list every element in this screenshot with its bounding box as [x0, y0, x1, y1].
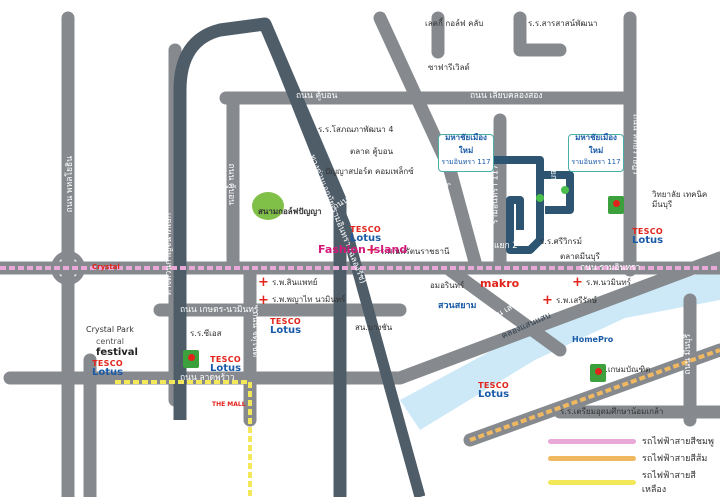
project-access-road-2 — [540, 171, 574, 214]
road-label-kaset-nawamin: ถนน เกษตร-นวมินทร์ — [180, 305, 259, 315]
place-tech-college: วิทยาลัย เทคนิค มีนบุรี — [652, 190, 708, 210]
place-school-4: ร.ร.โสภณภาพัฒนา 4 — [318, 125, 394, 134]
road-label-yaek-6: แยก 6 — [548, 164, 559, 189]
homepro-logo: HomePro — [572, 335, 614, 344]
road-label-yaek-2: แยก 2 — [494, 241, 518, 251]
bigc-icon — [608, 196, 624, 214]
place-sport-complex: ปัญญาสปอร์ต คอมเพล็กซ์ — [325, 167, 414, 176]
central-logo-text: central — [96, 337, 124, 346]
place-hosp-seri: ร.พ.เสรีรักษ์ — [556, 296, 597, 305]
lotus-text: Lotus — [270, 324, 302, 336]
place-safari: ซาฟารีเวิลด์ — [428, 63, 470, 72]
legend-pink-label: รถไฟฟ้าสายสีชมพู — [642, 437, 714, 447]
road-seri-thai — [443, 263, 567, 357]
road-label-hathairat: ถนน หทัยราษฎร์ — [630, 113, 641, 175]
road-label-khubon-vert: ถนน คู้บอน — [225, 163, 236, 205]
project-access-road — [480, 156, 544, 254]
tesco-text: TESCO — [632, 227, 663, 236]
lotus-text: Lotus — [478, 388, 510, 400]
yellow-line — [115, 380, 252, 497]
place-kasem: ม.เกษมบัณฑิต — [600, 365, 651, 374]
road-lat-phrao — [3, 251, 720, 385]
road-label-lat-phrao: ถนน ลาดพร้าว — [180, 373, 235, 383]
road-label-minburi: ถนน มีนบุรี — [683, 333, 694, 375]
makro-logo: makro — [480, 277, 520, 290]
hospital-icon: + — [572, 275, 583, 290]
road-label-ramintra: ถนน รามอินทรา — [580, 263, 641, 273]
place-minburi-market: ตลาดมีนบุรี — [560, 252, 600, 261]
crystal-logo-text: Crystal — [92, 263, 120, 271]
lotus-text: Lotus — [210, 362, 242, 374]
lotus-text: Lotus — [632, 234, 664, 246]
project-sub-2: รามอินทรา 117 — [571, 158, 621, 166]
project-name-1: มหาชัยเมืองใหม่ — [445, 133, 487, 155]
legend-orange-swatch — [548, 455, 636, 461]
place-lake-golf: เลคกี้ กอล์ฟ คลับ — [425, 19, 484, 28]
khlong-saen-saep-canal — [400, 270, 720, 430]
place-school-bottom: ร.ร.เตรียมอุดมศึกษาน้อมเกล้า — [560, 407, 664, 416]
expressway-chalong-rat — [259, 21, 426, 497]
tesco-text: TESCO — [210, 355, 241, 364]
road-label-khubon: ถนน คู้บอน — [296, 91, 338, 101]
tesco-text: TESCO — [478, 381, 509, 390]
place-hosp-sinphaet: ร.พ.สินแพทย์ — [272, 278, 318, 287]
place-market-khubon: ตลาด คู้บอน — [350, 147, 394, 156]
place-hosp-nawamin: ร.พ.นวมินทร์ — [586, 278, 631, 287]
project-marker-2 — [561, 186, 569, 194]
project-sign-2: มหาชัยเมืองใหม่ รามอินทรา 117 — [568, 133, 624, 172]
place-school-cs: ร.ร.ซีเอส — [190, 329, 222, 338]
place-sarasas: ร.ร.สารสาสน์พัฒนา — [528, 19, 598, 28]
lotus-text: Lotus — [350, 232, 382, 244]
bigc-icon — [590, 364, 606, 382]
fashion-island-logo: Fashion Island — [318, 243, 408, 256]
hospital-icon: + — [542, 293, 553, 308]
hospital-icon: + — [258, 293, 269, 308]
project-sign-1: มหาชัยเมืองใหม่ รามอินทรา 117 — [438, 133, 494, 172]
project-marker-1 — [536, 194, 544, 202]
place-school-srivikorn: ร.ร.ศรีวิกรม์ — [540, 237, 582, 246]
expressway-kanchanaphisek — [173, 17, 347, 497]
place-amarin: อมอรินทร์ — [430, 281, 465, 290]
the-mall-logo: THE MALL — [212, 401, 246, 408]
place-hosp-nopparat: ร.พ.นพรัตนราชธานี — [380, 247, 450, 256]
place-police: สน.บางชัน — [355, 323, 393, 332]
road-label-liap: ถนน เลียบคลองสอง — [470, 91, 543, 101]
bigc-icon — [183, 350, 199, 368]
legend-orange: รถไฟฟ้าสายสีส้ม — [548, 451, 707, 465]
road-label-phaholyothin: ถนน พหลโยธิน — [64, 156, 75, 213]
orange-line — [469, 348, 720, 442]
road-sukhaphiban — [513, 11, 567, 57]
place-golf-panya: สนามกอล์ฟปัญญา — [258, 207, 322, 216]
project-sub-1: รามอินทรา 117 — [441, 158, 491, 166]
legend-orange-label: รถไฟฟ้าสายสีส้ม — [642, 454, 708, 464]
hospital-icon: + — [258, 275, 269, 290]
legend-pink: รถไฟฟ้าสายสีชมพู — [548, 434, 714, 448]
tesco-text: TESCO — [350, 225, 381, 234]
festival-logo-text: festival — [96, 347, 138, 358]
road-label-kanchanaphisek: ทางด่วนกาญจนาภิเษก — [164, 212, 175, 296]
golf-course — [252, 192, 284, 220]
hospital-icon: + — [366, 243, 377, 258]
tesco-text: TESCO — [270, 317, 301, 326]
lotus-text: Lotus — [92, 366, 124, 378]
legend-yellow-swatch — [548, 479, 636, 485]
place-hosp-phayathai: ร.พ.พญาไท นวมินทร์ — [272, 295, 346, 304]
road-label-chatuchot: ถนน จตุโชติ — [250, 311, 261, 358]
legend-yellow: รถไฟฟ้าสายสีเหลือง — [548, 468, 720, 496]
tesco-text: TESCO — [92, 359, 123, 368]
legend-pink-swatch — [548, 438, 636, 444]
siam-park-logo: สวนสยาม — [438, 301, 477, 311]
place-crystal-park: Crystal Park — [86, 325, 134, 334]
road-label-ramintra-117: รามอินทรา 117 — [490, 164, 501, 225]
project-name-2: มหาชัยเมืองใหม่ — [575, 133, 617, 155]
legend-yellow-label: รถไฟฟ้าสายสีเหลือง — [641, 471, 696, 495]
